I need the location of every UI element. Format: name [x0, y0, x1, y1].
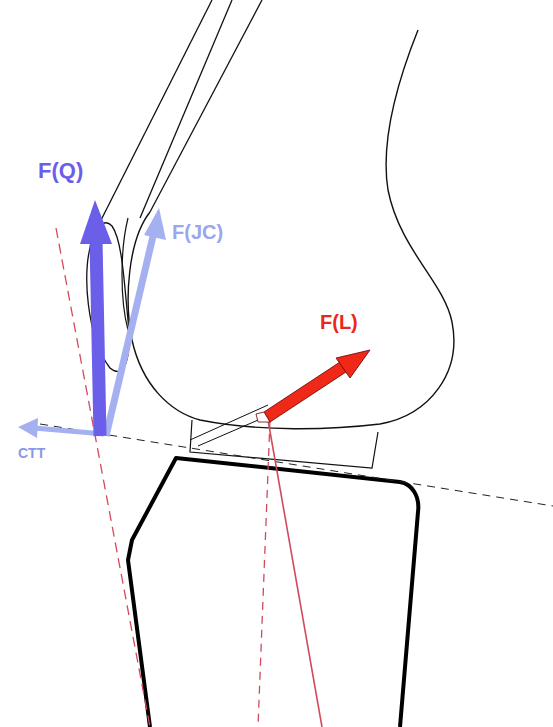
force-arrows — [18, 200, 370, 438]
arrowhead — [80, 200, 112, 244]
femur-outline — [128, 30, 454, 429]
ctt-label: CTT — [18, 446, 45, 460]
ligament-force-arrow — [264, 362, 346, 422]
tibial-plateau-line — [40, 424, 553, 506]
tendon-line — [150, 0, 262, 212]
quadriceps-force-label: F(Q) — [38, 160, 83, 182]
tibial-axis — [258, 420, 270, 727]
arrowhead — [18, 418, 38, 438]
arrow-tail — [256, 412, 270, 422]
arrowhead — [144, 208, 166, 240]
quadriceps-tendon — [92, 0, 262, 238]
joint-contact-arrow — [106, 232, 154, 436]
arrowhead — [336, 350, 370, 378]
patella-facet — [122, 218, 128, 330]
quadriceps-arrow — [96, 240, 100, 436]
ligament-axis — [268, 420, 322, 727]
tendon-line — [92, 0, 212, 238]
ligament-line — [190, 405, 268, 440]
ligament-force-label: F(L) — [320, 312, 358, 332]
tibia-outline — [128, 458, 418, 727]
tendon-line — [140, 0, 232, 218]
joint-contact-force-label: F(JC) — [172, 222, 223, 242]
